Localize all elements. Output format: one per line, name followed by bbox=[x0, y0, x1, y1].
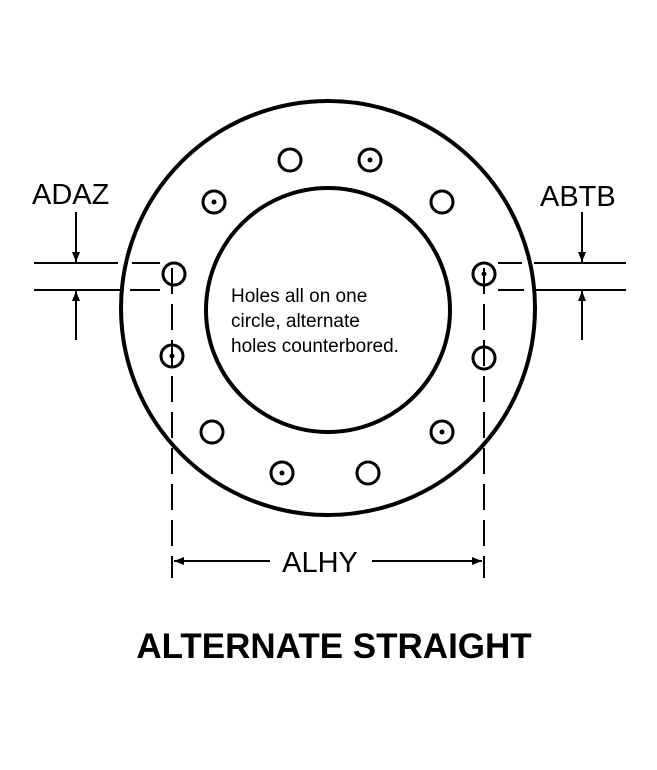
counterbored-hole bbox=[429, 419, 455, 445]
adaz-dimension bbox=[34, 212, 160, 340]
counterbore-center-dot bbox=[439, 429, 445, 435]
flange-inner-bore bbox=[204, 186, 452, 434]
alhy-dimension bbox=[171, 268, 485, 578]
bolt-hole bbox=[355, 460, 381, 486]
counterbore-center-dot bbox=[367, 157, 373, 163]
counterbored-hole bbox=[201, 189, 227, 215]
note-line-2: circle, alternate bbox=[231, 311, 360, 332]
abtb-label: ABTB bbox=[540, 181, 616, 213]
flange-outer-circle bbox=[119, 99, 537, 517]
counterbore-center-dot bbox=[279, 470, 285, 476]
counterbore-center-dot bbox=[211, 199, 217, 205]
alhy-label: ALHY bbox=[282, 547, 358, 579]
counterbored-hole bbox=[357, 147, 383, 173]
note-line-1: Holes all on one bbox=[231, 286, 367, 307]
counterbored-hole bbox=[269, 460, 295, 486]
bolt-hole bbox=[277, 147, 303, 173]
note-line-3: holes counterbored. bbox=[231, 336, 399, 357]
diagram-title: ALTERNATE STRAIGHT bbox=[136, 627, 531, 666]
abtb-dimension bbox=[498, 212, 626, 340]
adaz-label: ADAZ bbox=[32, 179, 109, 211]
bolt-hole bbox=[429, 189, 455, 215]
bolt-hole bbox=[199, 419, 225, 445]
bolt-holes bbox=[159, 147, 497, 486]
bolt-hole bbox=[161, 261, 187, 287]
